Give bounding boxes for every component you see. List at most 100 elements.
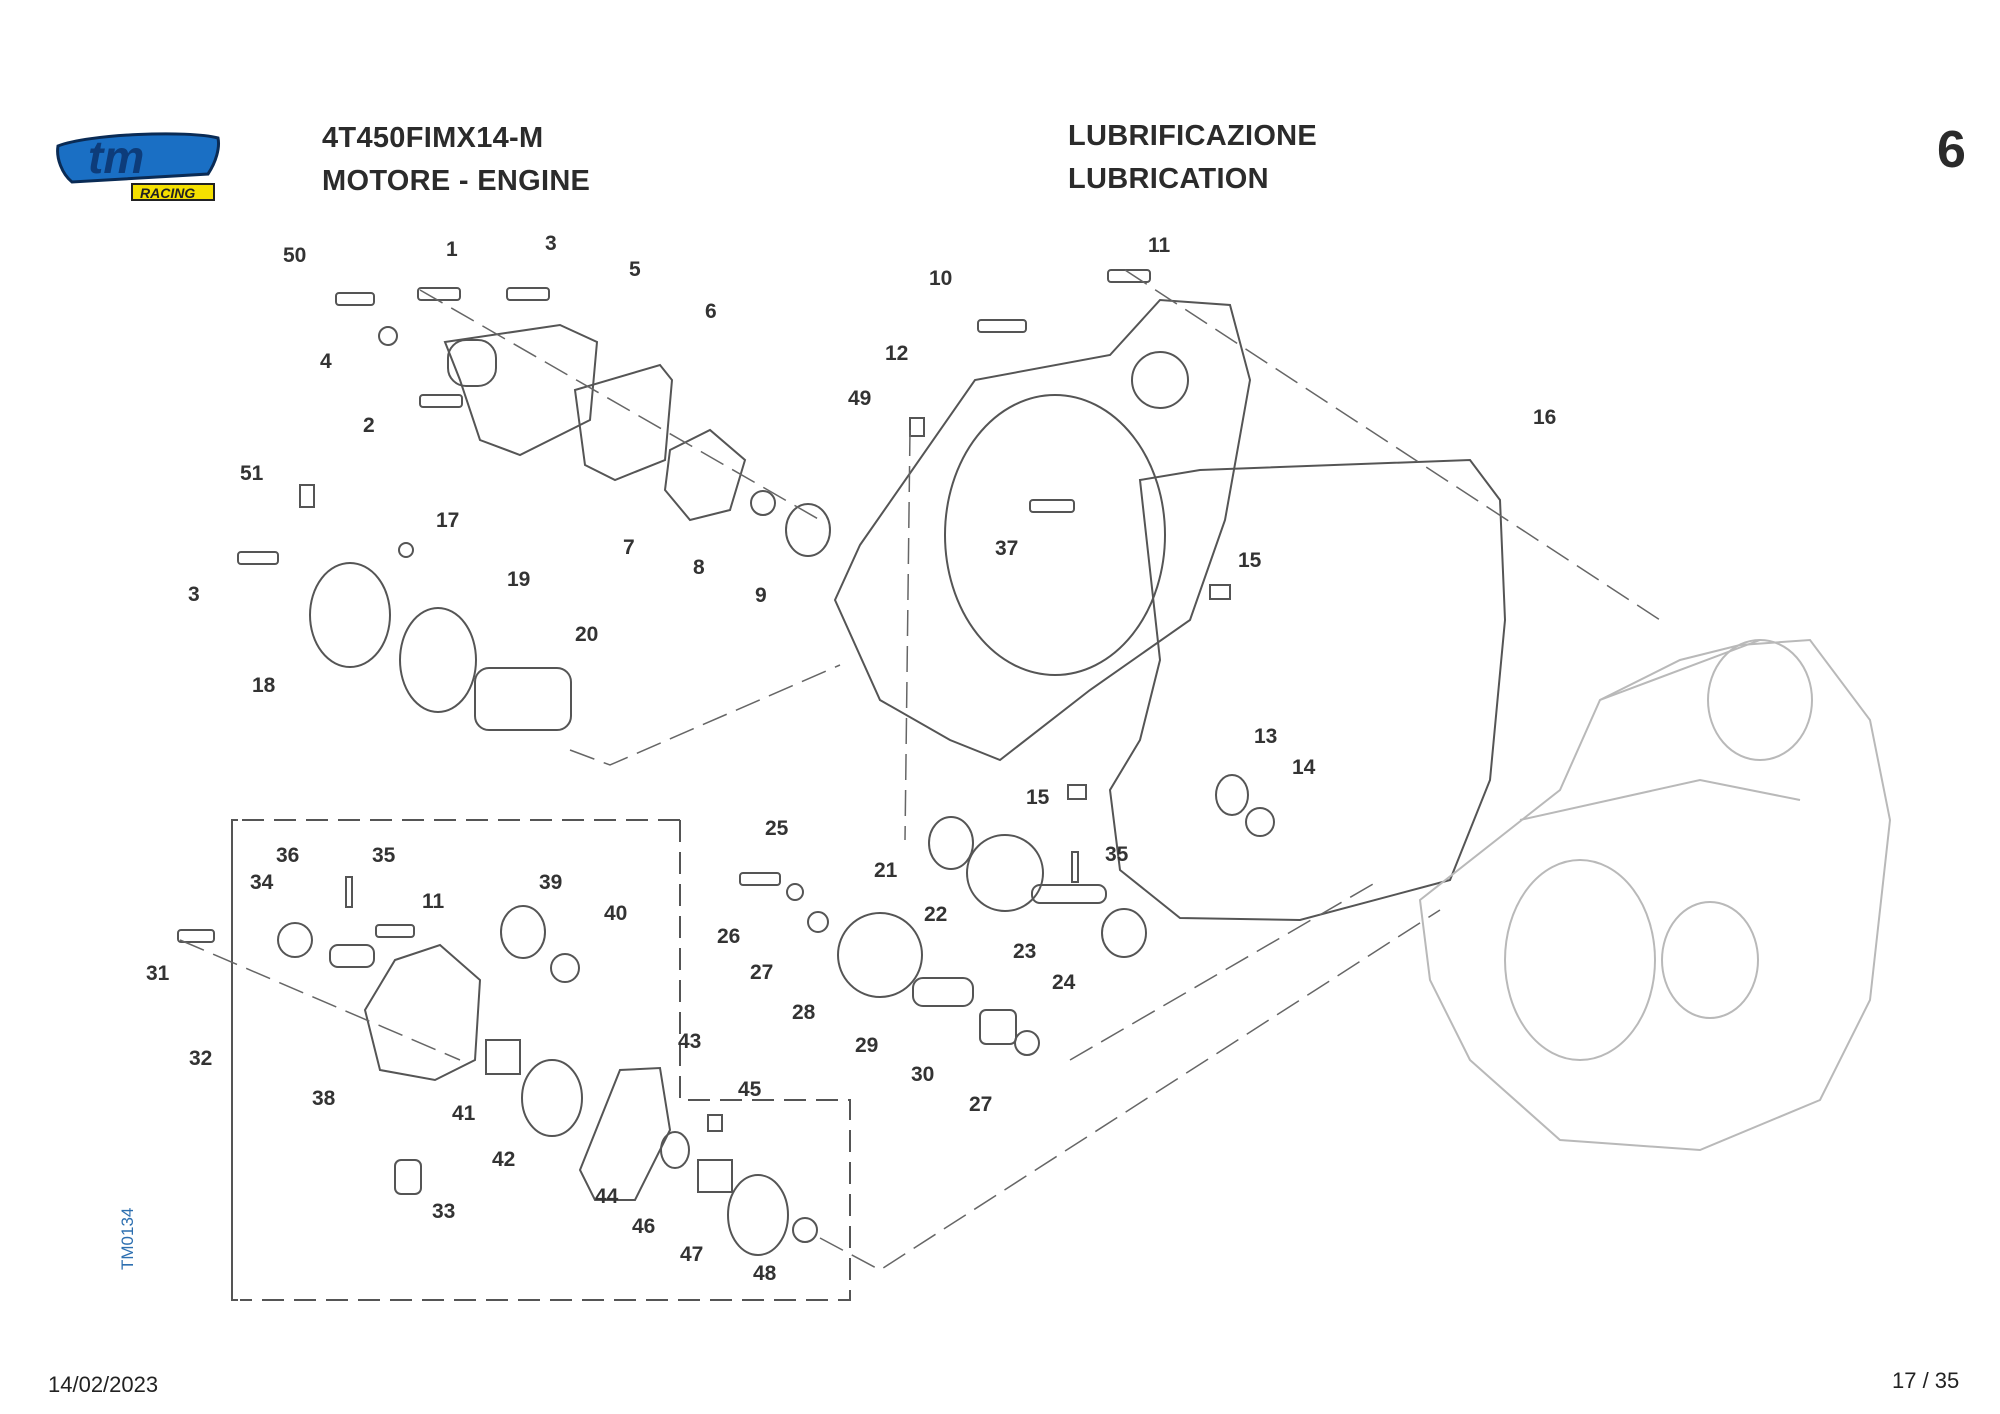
- group-name: MOTORE - ENGINE: [322, 165, 591, 197]
- screen-drawing: [500, 905, 546, 959]
- screw-drawing: [419, 394, 463, 408]
- screw-drawing: [299, 484, 315, 508]
- callout-6: 6: [705, 300, 717, 323]
- clutch-cover-bowl-drawing: [944, 394, 1166, 676]
- callout-15: 15: [1238, 549, 1262, 572]
- dowel-drawing: [1067, 784, 1087, 800]
- callout-12: 12: [885, 342, 908, 365]
- callout-10: 10: [929, 267, 952, 290]
- oring-small-drawing: [1245, 807, 1275, 837]
- callout-40: 40: [604, 902, 627, 925]
- pump-spout-drawing: [447, 339, 497, 387]
- screw-drawing: [375, 924, 415, 938]
- callout-20: 20: [575, 623, 598, 646]
- rotor-drawing: [697, 1159, 733, 1193]
- callout-25: 25: [765, 817, 789, 840]
- callout-35: 35: [372, 844, 396, 867]
- washer-drawing: [750, 490, 776, 516]
- clutch-cover-drawing: [833, 298, 1252, 762]
- filter-oring-drawing: [399, 607, 477, 713]
- callout-44: 44: [595, 1185, 619, 1208]
- callout-50: 50: [283, 244, 306, 267]
- callout-9: 9: [755, 584, 767, 607]
- page-number: 17 / 35: [1892, 1368, 1960, 1393]
- dowel-drawing: [707, 1114, 723, 1132]
- oring-small-drawing: [398, 542, 414, 558]
- callout-39: 39: [539, 871, 562, 894]
- circlip-drawing: [550, 953, 580, 983]
- callout-49: 49: [848, 387, 871, 410]
- callout-1: 1: [446, 238, 458, 261]
- shaft-drawing: [1031, 884, 1107, 904]
- footer-date: 14/02/2023: [48, 1372, 159, 1397]
- callout-26: 26: [717, 925, 740, 948]
- crankcase-outline-drawing: [1418, 638, 1892, 1152]
- screw-drawing: [237, 551, 279, 565]
- callout-7: 7: [623, 536, 635, 559]
- tm-racing-logo: tm RACING: [56, 131, 220, 201]
- washer-drawing: [807, 911, 829, 933]
- callout-29: 29: [855, 1034, 878, 1057]
- circlip-drawing: [786, 883, 804, 901]
- outer-rotor-drawing: [727, 1174, 789, 1256]
- callout-2: 2: [363, 414, 375, 437]
- shaft-drawing: [329, 944, 375, 968]
- callout-32: 32: [189, 1047, 212, 1070]
- callout-27: 27: [750, 961, 773, 984]
- callout-47: 47: [680, 1243, 703, 1266]
- circlip-drawing: [792, 1217, 818, 1243]
- filter-cover-drawing: [309, 562, 391, 668]
- seal-drawing: [785, 503, 831, 557]
- bearing-drawing: [1101, 908, 1147, 958]
- cover-boss-drawing: [1131, 351, 1189, 409]
- callout-45: 45: [738, 1078, 762, 1101]
- callout-35: 35: [1105, 843, 1129, 866]
- needle-bearing-drawing: [979, 1009, 1017, 1045]
- oil-filter-drawing: [474, 667, 572, 731]
- screw-drawing: [1107, 269, 1151, 283]
- callout-16: 16: [1533, 406, 1556, 429]
- screw-drawing: [335, 292, 375, 306]
- bushing-drawing: [912, 977, 974, 1007]
- callout-4: 4: [320, 350, 332, 373]
- water-pump-cover-drawing: [443, 323, 599, 457]
- callout-13: 13: [1254, 725, 1277, 748]
- callout-19: 19: [507, 568, 530, 591]
- callout-23: 23: [1013, 940, 1036, 963]
- section-number: 6: [1937, 121, 1966, 179]
- impeller-drawing: [663, 428, 747, 522]
- callout-14: 14: [1292, 756, 1316, 779]
- gear-drawing: [966, 834, 1044, 912]
- section-title-it: LUBRIFICAZIONE: [1068, 120, 1318, 152]
- rotor-drawing: [485, 1039, 521, 1075]
- callout-30: 30: [911, 1063, 934, 1086]
- dowel-drawing: [1209, 584, 1231, 600]
- pump-plate-drawing: [578, 1066, 672, 1201]
- pump-gasket-drawing: [573, 363, 674, 482]
- callout-36: 36: [276, 844, 299, 867]
- callout-28: 28: [792, 1001, 816, 1024]
- callout-43: 43: [678, 1030, 701, 1053]
- cover-gasket-drawing: [1108, 458, 1507, 922]
- callout-34: 34: [250, 871, 274, 894]
- washer-drawing: [1014, 1030, 1040, 1056]
- callout-3: 3: [188, 583, 200, 606]
- callout-5: 5: [629, 258, 641, 281]
- bearing-drawing: [928, 816, 974, 870]
- logo-mark: tm: [88, 131, 144, 183]
- screw-drawing: [417, 287, 461, 301]
- callout-46: 46: [632, 1215, 655, 1238]
- callout-3: 3: [545, 232, 557, 255]
- bushing-drawing: [394, 1159, 422, 1195]
- screw-drawing: [977, 319, 1027, 333]
- model-code: 4T450FIMX14-M: [322, 122, 544, 154]
- callout-8: 8: [693, 556, 705, 579]
- group-frame-drawing: [240, 819, 851, 1301]
- callout-38: 38: [312, 1087, 336, 1110]
- outer-rotor-drawing: [521, 1059, 583, 1137]
- callout-24: 24: [1052, 971, 1076, 994]
- pin-drawing: [1071, 851, 1079, 883]
- pump-body-drawing: [363, 943, 482, 1082]
